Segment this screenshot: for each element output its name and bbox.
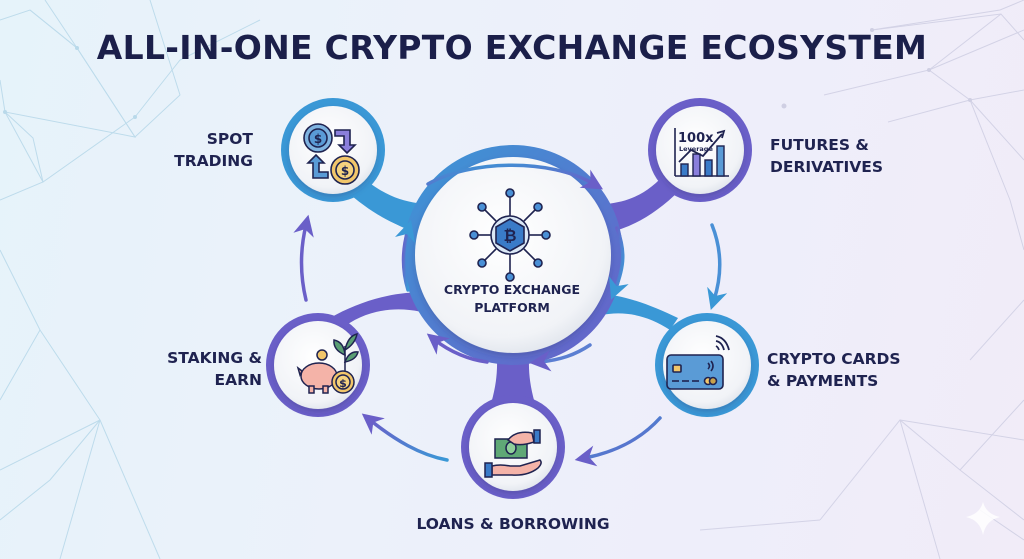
leverage-text: 100x (678, 131, 714, 146)
svg-text:$: $ (341, 164, 349, 178)
center-disc (415, 157, 611, 353)
page-title: ALL-IN-ONE CRYPTO EXCHANGE ECOSYSTEM (96, 28, 928, 67)
inner-cycle-arrows (394, 163, 629, 372)
node-label-staking: STAKING & EARN (167, 349, 262, 389)
svg-text:₿: ₿ (503, 226, 516, 245)
node-label-loans: LOANS & BORROWING (416, 515, 610, 533)
svg-text:$: $ (339, 377, 347, 390)
node-label-cards: CRYPTO CARDS & PAYMENTS (767, 350, 901, 390)
center-label-line2: PLATFORM (474, 300, 550, 315)
node-label-spot-trading: SPOT TRADING (174, 130, 253, 170)
currency-exchange-icon: $ $ (303, 123, 360, 185)
center-label-line1: CRYPTO EXCHANGE (443, 282, 581, 297)
svg-text:Leverage: Leverage (679, 145, 713, 153)
spot-ring (281, 98, 385, 202)
center-label: CRYPTO EXCHANGE PLATFORM (412, 281, 612, 317)
outer-cycle-arrows (293, 214, 728, 467)
leverage-chart-icon: 100x Leverage (674, 128, 729, 177)
svg-text:$: $ (314, 132, 322, 146)
piggy-bank-growth-icon: $ (296, 333, 359, 394)
money-exchange-hands-icon (484, 429, 542, 478)
contactless-card-icon (666, 335, 730, 390)
bitcoin-network-icon: ₿ (469, 188, 551, 282)
node-label-futures: FUTURES & DERIVATIVES (770, 136, 883, 176)
